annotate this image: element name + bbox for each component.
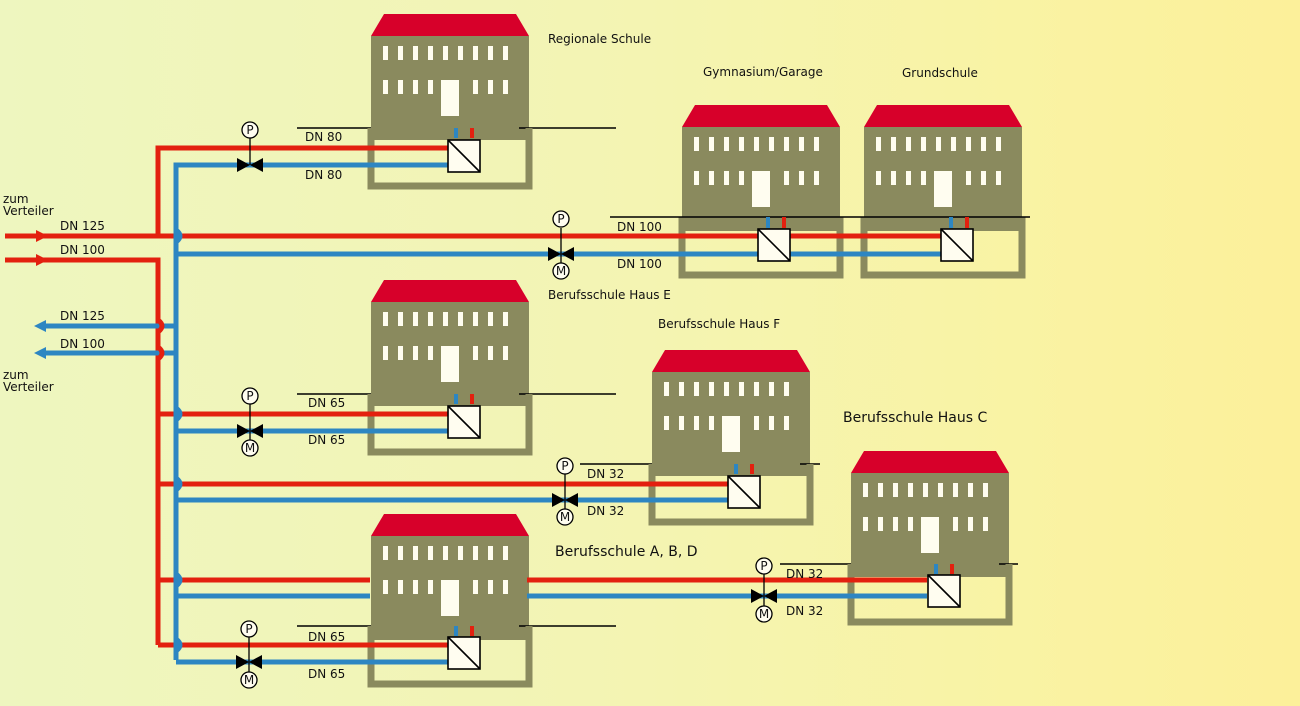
building-name-grundschule: Grundschule (902, 66, 978, 80)
flow-arrows (34, 230, 48, 359)
dn-label-haus-c-supply: DN 32 (786, 567, 823, 581)
motor-label: M (244, 673, 254, 687)
dn-label-regionale-supply: DN 80 (305, 130, 342, 144)
dn-label-haus-abd-return: DN 65 (308, 667, 345, 681)
valves (236, 138, 777, 672)
dn-label-haus-e-supply: DN 65 (308, 396, 345, 410)
pressure-gauges: P P P P P P (240, 121, 773, 638)
zum-verteiler-top-label: zum (3, 192, 29, 206)
pressure-label: P (245, 622, 252, 636)
building-name-haus-f: Berufsschule Haus F (658, 317, 780, 331)
dn-label-haus-f-return: DN 32 (587, 504, 624, 518)
building-name-regionale: Regionale Schule (548, 32, 651, 46)
building-grundschule (610, 105, 1030, 275)
supply-crossovers (156, 318, 165, 361)
motor-actuators: M M M M M (240, 262, 773, 689)
dn-label-gymnasium-return: DN 100 (617, 257, 662, 271)
main-return-dn125-label: DN 125 (60, 309, 105, 323)
building-haus-c (780, 451, 1018, 622)
pressure-label: P (246, 389, 253, 403)
zum-verteiler-bottom-label-2: Verteiler (3, 380, 54, 394)
building-haus-f (580, 350, 820, 522)
pressure-label: P (246, 123, 253, 137)
dn-label-regionale-return: DN 80 (305, 168, 342, 182)
text-labels: zum Verteiler DN 125 DN 100 DN 125 DN 10… (3, 32, 987, 681)
building-name-gymnasium: Gymnasium/Garage (703, 65, 823, 79)
building-name-haus-e: Berufsschule Haus E (548, 288, 671, 302)
pipe-crossovers (174, 228, 183, 653)
pressure-label: P (760, 559, 767, 573)
pressure-label: P (557, 212, 564, 226)
motor-label: M (759, 607, 769, 621)
building-name-haus-c: Berufsschule Haus C (843, 410, 987, 426)
pressure-label: P (561, 459, 568, 473)
main-return-dn100-label: DN 100 (60, 337, 105, 351)
main-supply-dn125-label: DN 125 (60, 219, 105, 233)
zum-verteiler-top-label-2: Verteiler (3, 204, 54, 218)
dn-label-haus-c-return: DN 32 (786, 604, 823, 618)
motor-label: M (556, 264, 566, 278)
motor-label: M (560, 510, 570, 524)
dn-label-haus-e-return: DN 65 (308, 433, 345, 447)
motor-label: M (245, 441, 255, 455)
dn-label-gymnasium-supply: DN 100 (617, 220, 662, 234)
building-name-haus-abd: Berufsschule A, B, D (555, 544, 698, 560)
main-supply-dn100-label: DN 100 (60, 243, 105, 257)
zum-verteiler-bottom-label: zum (3, 368, 29, 382)
return-pipes (40, 128, 953, 665)
dn-label-haus-abd-supply: DN 65 (308, 630, 345, 644)
supply-pipes (5, 128, 969, 648)
dn-label-haus-f-supply: DN 32 (587, 467, 624, 481)
